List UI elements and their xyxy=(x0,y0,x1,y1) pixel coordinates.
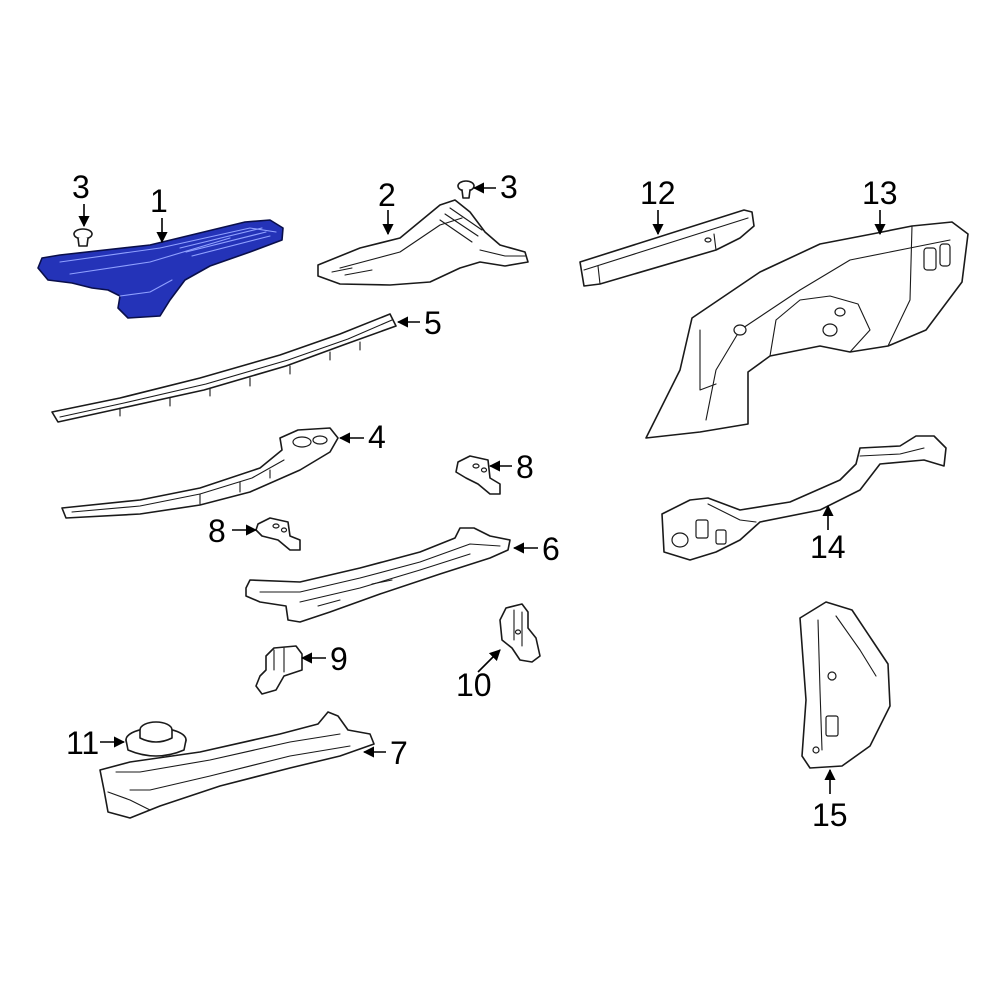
callout-14: 14 xyxy=(810,529,846,565)
part-1-cowl-panel[interactable] xyxy=(37,219,284,319)
part-11-plug[interactable] xyxy=(125,721,187,757)
part-9-bracket[interactable] xyxy=(255,645,303,695)
part-8-bracket-left[interactable] xyxy=(255,517,301,551)
part-14-frame-assembly[interactable] xyxy=(661,435,947,561)
callout-1: 1 xyxy=(150,183,168,219)
part-12-rail[interactable] xyxy=(579,209,755,287)
part-13-wheelhouse-apron[interactable] xyxy=(645,221,969,439)
callout-8b: 8 xyxy=(208,513,226,549)
callout-9: 9 xyxy=(330,641,348,677)
part-4-cowl-lower-panel[interactable] xyxy=(61,427,339,519)
callout-10: 10 xyxy=(456,667,492,703)
callout-6: 6 xyxy=(542,531,560,567)
part-3-clip-left[interactable] xyxy=(73,228,93,247)
part-2-cowl-top-panel[interactable] xyxy=(317,199,529,286)
callout-2: 2 xyxy=(378,177,396,213)
callout-8a: 8 xyxy=(516,449,534,485)
leader-lines xyxy=(78,182,886,794)
callout-13: 13 xyxy=(862,175,898,211)
part-8-bracket-right[interactable] xyxy=(455,455,501,495)
callout-11: 11 xyxy=(66,725,99,761)
part-6-crossmember[interactable] xyxy=(245,527,511,623)
callout-labels: 1 2 3 3 4 5 6 7 8 8 9 10 11 12 13 14 15 xyxy=(66,169,898,833)
callout-5: 5 xyxy=(424,305,442,341)
callout-3b: 3 xyxy=(500,169,518,205)
callout-7: 7 xyxy=(390,735,408,771)
callout-15: 15 xyxy=(812,797,848,833)
part-10-vertical-bracket[interactable] xyxy=(499,603,541,663)
part-5-seal-strip[interactable] xyxy=(51,313,397,423)
callout-3a: 3 xyxy=(72,169,90,205)
part-3-clip-right[interactable] xyxy=(457,180,475,199)
callout-4: 4 xyxy=(368,419,386,455)
callout-12: 12 xyxy=(640,175,676,211)
part-15-pillar-panel[interactable] xyxy=(799,601,891,769)
part-7-sill[interactable] xyxy=(99,711,375,819)
